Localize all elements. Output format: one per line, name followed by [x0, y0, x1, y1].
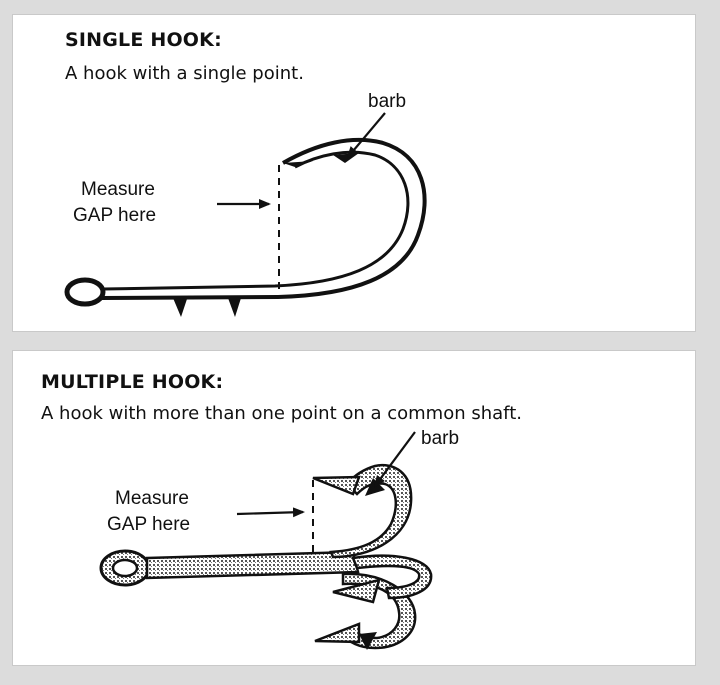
single-hook-illustration	[64, 137, 427, 317]
single-measure-label-line2: GAP here	[73, 205, 156, 226]
multiple-hook-diagram: barb Measure GAP here	[99, 428, 459, 650]
multiple-measure-label-line1: Measure	[115, 488, 189, 509]
single-hook-panel: SINGLE HOOK: A hook with a single point.	[12, 14, 696, 332]
multiple-hook-panel: MULTIPLE HOOK: A hook with more than one…	[12, 350, 696, 666]
multiple-hook-description: A hook with more than one point on a com…	[41, 403, 522, 424]
single-measure-label-line1: Measure	[81, 179, 155, 200]
single-hook-diagram: barb Measure GAP here	[64, 91, 427, 317]
multiple-barb-label: barb	[421, 428, 459, 449]
multiple-hook-illustration	[99, 463, 433, 650]
multiple-measure-label-line2: GAP here	[107, 514, 190, 535]
single-hook-heading: SINGLE HOOK:	[65, 29, 222, 51]
single-barb-label: barb	[368, 91, 406, 112]
multiple-hook-heading: MULTIPLE HOOK:	[41, 371, 224, 393]
multiple-barb-arrow	[373, 431, 416, 488]
single-hook-description: A hook with a single point.	[65, 63, 304, 84]
multiple-measure-arrow	[236, 507, 305, 518]
single-barb-arrow	[346, 112, 386, 159]
